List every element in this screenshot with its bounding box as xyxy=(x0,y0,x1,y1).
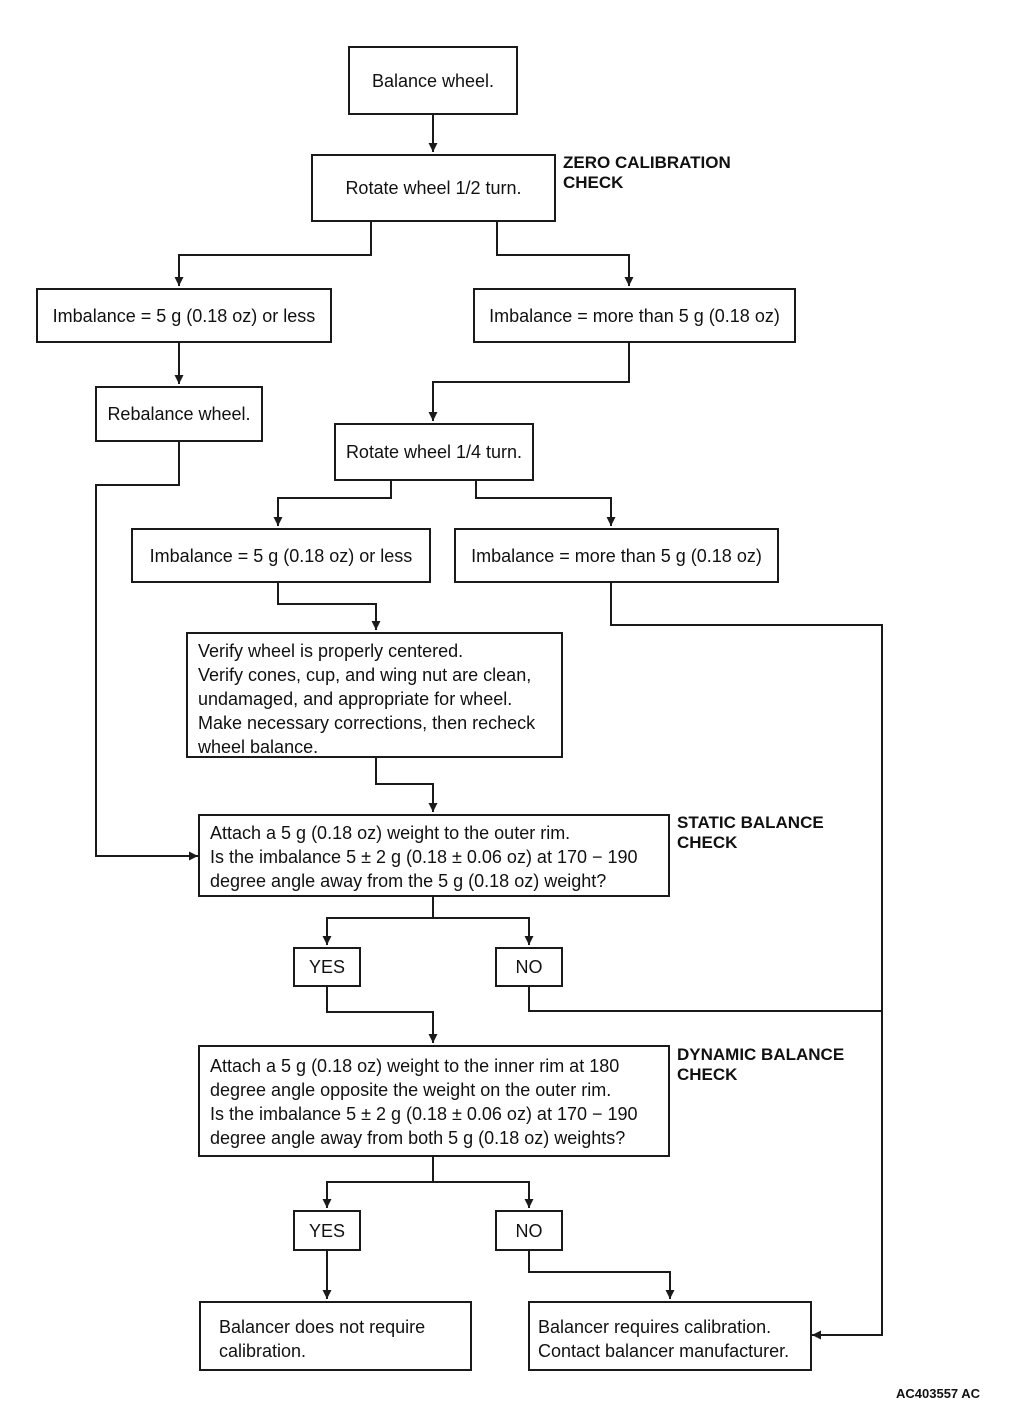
dynamic-question-line: Attach a 5 g (0.18 oz) weight to the inn… xyxy=(210,1056,620,1076)
arrow-dynamic-to-no xyxy=(432,1157,534,1208)
no-calibration-line: Balancer does not require xyxy=(219,1317,426,1337)
verify-line: wheel balance. xyxy=(198,737,319,757)
no-calibration-required-box: Balancer does not require calibration. xyxy=(199,1301,472,1371)
figure-code: AC403557 AC xyxy=(896,1386,981,1401)
static-yes-box: YES xyxy=(293,947,361,987)
arrow-more-to-requires-calibration xyxy=(610,583,883,1340)
static-no-box: NO xyxy=(495,947,563,987)
arrow-no-to-requires-calibration xyxy=(528,1251,675,1299)
balance-wheel-box: Balance wheel. xyxy=(348,46,518,115)
static-balance-check-label: STATIC BALANCE CHECK xyxy=(677,813,824,853)
dynamic-yes-box: YES xyxy=(293,1210,361,1251)
dynamic-question-line: Is the imbalance 5 ± 2 g (0.18 ± 0.06 oz… xyxy=(210,1104,638,1124)
no-calibration-line: calibration. xyxy=(219,1341,307,1361)
requires-calibration-line: Balancer requires calibration. xyxy=(538,1317,772,1337)
static-label-line: STATIC BALANCE xyxy=(677,813,824,832)
imbalance-less-box-1: Imbalance = 5 g (0.18 oz) or less xyxy=(36,288,332,343)
dynamic-label-line: DYNAMIC BALANCE xyxy=(677,1045,845,1064)
verify-line: undamaged, and appropriate for wheel. xyxy=(198,689,513,709)
imbalance-more-box-2: Imbalance = more than 5 g (0.18 oz) xyxy=(454,528,779,583)
dynamic-question-line: degree angle opposite the weight on the … xyxy=(210,1080,612,1100)
static-label-line: CHECK xyxy=(677,833,738,852)
rotate-quarter-turn-box: Rotate wheel 1/4 turn. xyxy=(334,423,534,481)
arrow-more-to-rotate-quarter xyxy=(428,343,630,421)
zero-calibration-check-label: ZERO CALIBRATION CHECK xyxy=(563,153,731,193)
dynamic-no-box: NO xyxy=(495,1210,563,1251)
arrow-rotate-quarter-to-less xyxy=(273,481,392,526)
zero-calibration-label-line: ZERO CALIBRATION xyxy=(563,153,731,172)
arrow-static-to-yes xyxy=(322,897,434,945)
arrow-rotate-quarter-to-more xyxy=(475,481,616,526)
arrow-static-to-no xyxy=(432,897,534,945)
verify-line: Verify wheel is properly centered. xyxy=(198,641,464,661)
static-question-line: degree angle away from the 5 g (0.18 oz)… xyxy=(210,871,607,891)
requires-calibration-line: Contact balancer manufacturer. xyxy=(538,1341,790,1361)
line-no-to-right-rail xyxy=(528,987,882,1012)
verify-wheel-box: Verify wheel is properly centered. Verif… xyxy=(186,632,563,758)
rebalance-wheel-box: Rebalance wheel. xyxy=(95,386,263,442)
arrow-yes-to-dynamic xyxy=(326,987,438,1043)
dynamic-balance-check-label: DYNAMIC BALANCE CHECK xyxy=(677,1045,844,1085)
dynamic-question-line: degree angle away from both 5 g (0.18 oz… xyxy=(210,1128,626,1148)
dynamic-balance-question-box: Attach a 5 g (0.18 oz) weight to the inn… xyxy=(198,1045,670,1157)
arrow-less-to-verify xyxy=(277,583,381,630)
static-question-line: Attach a 5 g (0.18 oz) weight to the out… xyxy=(210,823,571,843)
arrow-rotate-half-to-less xyxy=(174,222,372,286)
verify-line: Verify cones, cup, and wing nut are clea… xyxy=(198,665,532,685)
static-question-line: Is the imbalance 5 ± 2 g (0.18 ± 0.06 oz… xyxy=(210,847,638,867)
arrow-verify-to-static xyxy=(375,758,438,812)
requires-calibration-box: Balancer requires calibration. Contact b… xyxy=(528,1301,812,1371)
zero-calibration-label-line: CHECK xyxy=(563,173,624,192)
verify-line: Make necessary corrections, then recheck xyxy=(198,713,536,733)
dynamic-label-line: CHECK xyxy=(677,1065,738,1084)
arrow-rebalance-to-static xyxy=(95,442,198,861)
static-balance-question-box: Attach a 5 g (0.18 oz) weight to the out… xyxy=(198,814,670,897)
arrow-rotate-half-to-more xyxy=(496,222,634,286)
imbalance-more-box-1: Imbalance = more than 5 g (0.18 oz) xyxy=(473,288,796,343)
rotate-half-turn-box: Rotate wheel 1/2 turn. xyxy=(311,154,556,222)
imbalance-less-box-2: Imbalance = 5 g (0.18 oz) or less xyxy=(131,528,431,583)
arrow-dynamic-to-yes xyxy=(322,1157,434,1208)
